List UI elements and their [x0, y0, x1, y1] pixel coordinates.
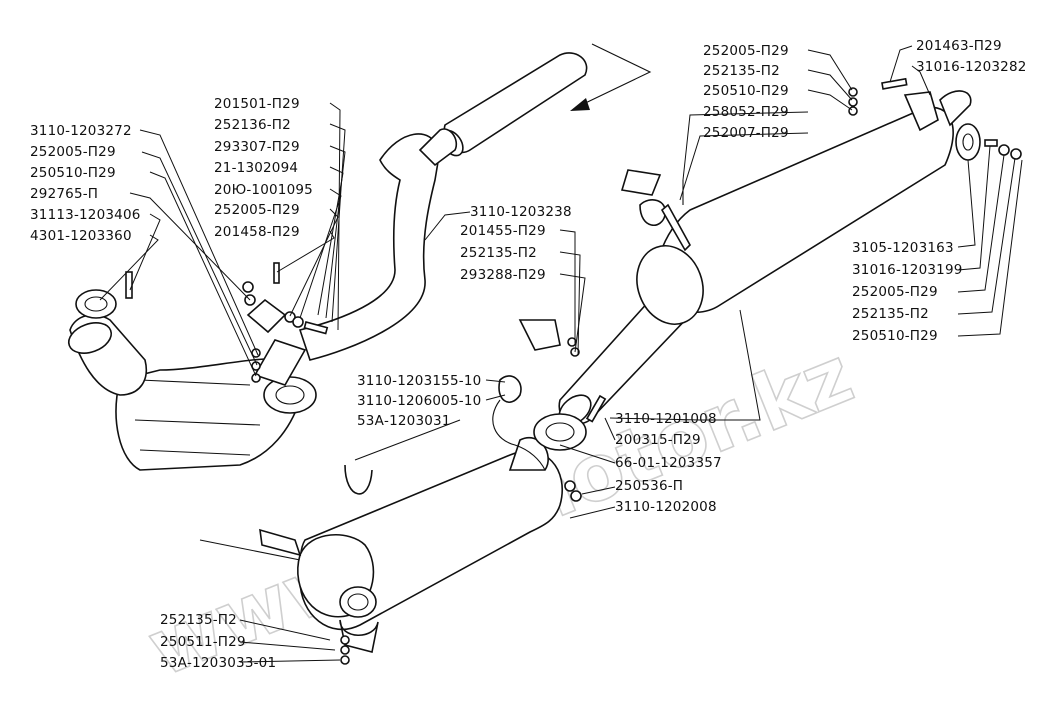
label-293307-p29: 293307-П29 [214, 139, 300, 155]
label-252136-p2: 252136-П2 [214, 117, 291, 133]
label-252005-p29-b: 252005-П29 [214, 202, 300, 218]
label-3110-1203272: 3110-1203272 [30, 123, 132, 139]
u-clamp [344, 464, 373, 495]
label-252135-p2-d: 252135-П2 [160, 612, 237, 628]
label-250510-p29-a: 250510-П29 [30, 165, 116, 181]
flange-rear [533, 413, 587, 451]
label-252005-p29-a: 252005-П29 [30, 144, 116, 160]
label-252135-p2-c: 252135-П2 [852, 306, 929, 322]
label-201501-p29: 201501-П29 [214, 96, 300, 112]
label-31113-1203406: 31113-1203406 [30, 207, 141, 223]
leader-lines [99, 45, 1023, 663]
label-3110-1203155-10: 3110-1203155-10 [357, 373, 481, 389]
rubber-cushion [955, 123, 981, 161]
label-250510-p29-b: 250510-П29 [703, 83, 789, 99]
label-252005-p29-c: 252005-П29 [703, 43, 789, 59]
label-252005-p29-d: 252005-П29 [852, 284, 938, 300]
stud-bolt [125, 271, 133, 299]
label-3110-1202008: 3110-1202008 [615, 499, 717, 515]
rear-bracket [903, 91, 939, 132]
label-252135-p2-b: 252135-П2 [703, 63, 780, 79]
flange-front [263, 376, 317, 414]
label-201455-p29: 201455-П29 [460, 223, 546, 239]
bracket-front [253, 339, 307, 386]
label-53a-1203033-01: 53А-1203033-01 [160, 655, 276, 671]
label-53a-1203031: 53А-1203031 [357, 413, 451, 429]
label-252007-p29: 252007-П29 [703, 125, 789, 141]
label-3110-1203238: 3110-1203238 [470, 204, 572, 220]
muffler-bracket [339, 619, 379, 653]
main-muffler [259, 437, 563, 665]
label-31016-1203282: 31016-1203282 [916, 59, 1027, 75]
label-3110-1206005-10: 3110-1206005-10 [357, 393, 481, 409]
label-200315-p29: 200315-П29 [615, 432, 701, 448]
catalytic-converter [67, 271, 317, 471]
part-labels: 3110-1203272 252005-П29 250510-П29 29276… [30, 38, 1027, 671]
label-66-01-1203357: 66-01-1203357 [615, 455, 722, 471]
label-252135-p2-a: 252135-П2 [460, 245, 537, 261]
label-20yu-1001095: 20Ю-1001095 [214, 182, 313, 198]
front-fasteners [242, 262, 329, 383]
label-258052-p29: 258052-П29 [703, 104, 789, 120]
rear-muffler [620, 77, 1022, 325]
label-31016-1203199: 31016-1203199 [852, 262, 963, 278]
label-250536-p: 250536-П [615, 478, 683, 494]
label-4301-1203360: 4301-1203360 [30, 228, 132, 244]
label-292765-p: 292765-П [30, 186, 98, 202]
intermediate-pipe [298, 52, 588, 361]
label-3105-1203163: 3105-1203163 [852, 240, 954, 256]
label-293288-p29: 293288-П29 [460, 267, 546, 283]
gasket-ring [75, 289, 117, 319]
label-21-1302094: 21-1302094 [214, 160, 298, 176]
label-250511-p29: 250511-П29 [160, 634, 246, 650]
direction-arrow-top [570, 43, 652, 111]
label-201458-p29: 201458-П29 [214, 224, 300, 240]
label-201463-p29: 201463-П29 [916, 38, 1002, 54]
resonator-pipe [492, 294, 691, 502]
label-3110-1201008: 3110-1201008 [615, 411, 717, 427]
label-250510-p29-c: 250510-П29 [852, 328, 938, 344]
